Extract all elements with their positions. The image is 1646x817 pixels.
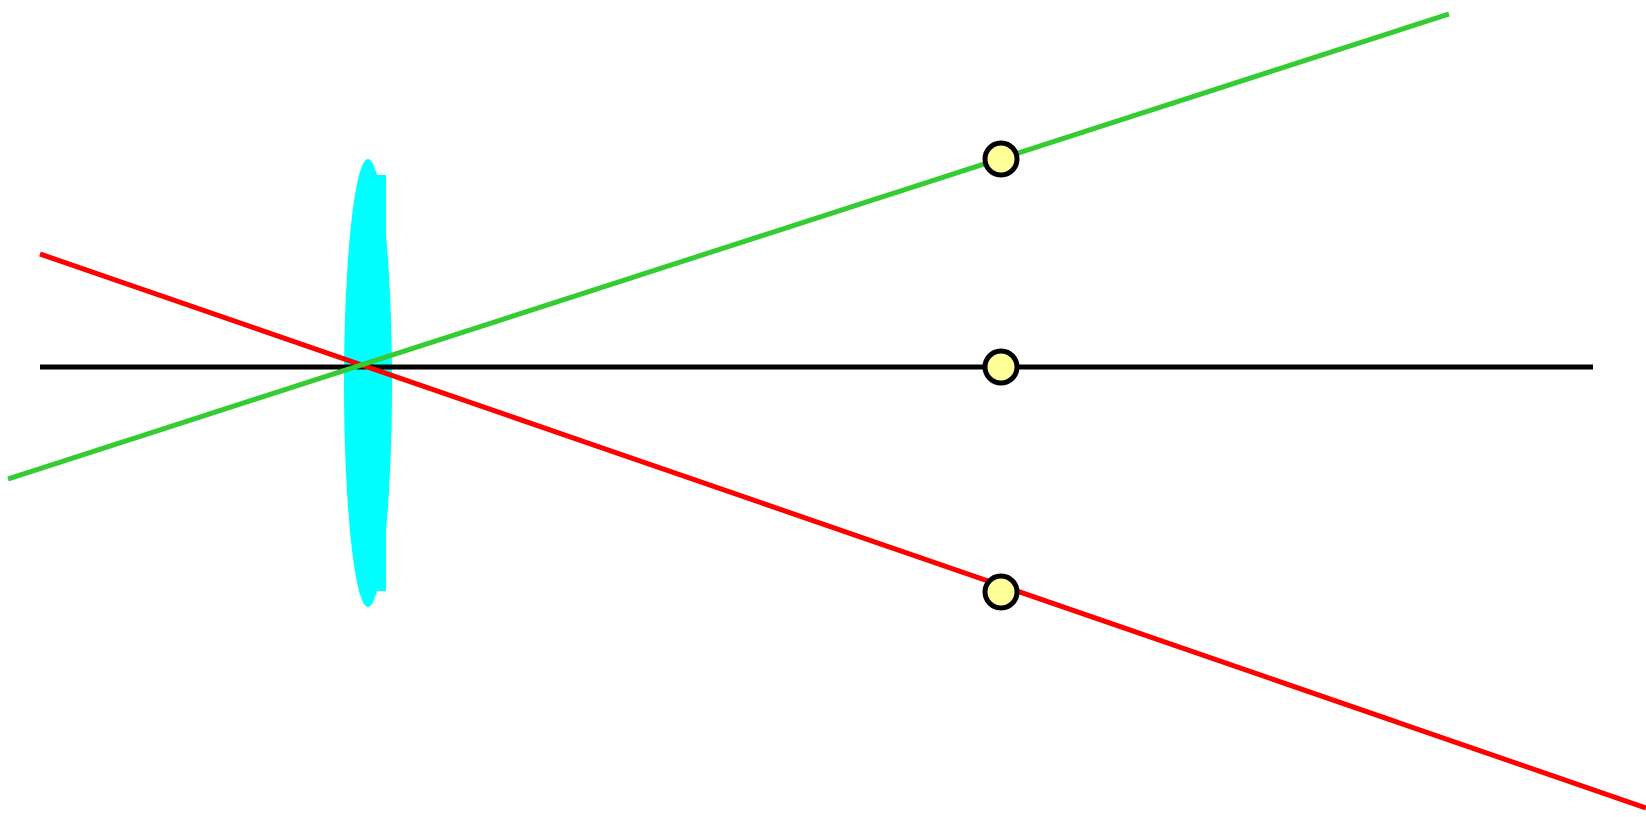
lens-body — [344, 159, 392, 607]
lens — [344, 159, 392, 607]
red-ray — [39, 251, 1646, 811]
bottom-point — [982, 573, 1020, 611]
green-ray — [7, 11, 1450, 482]
axis-point — [982, 348, 1020, 386]
top-point — [982, 140, 1020, 178]
